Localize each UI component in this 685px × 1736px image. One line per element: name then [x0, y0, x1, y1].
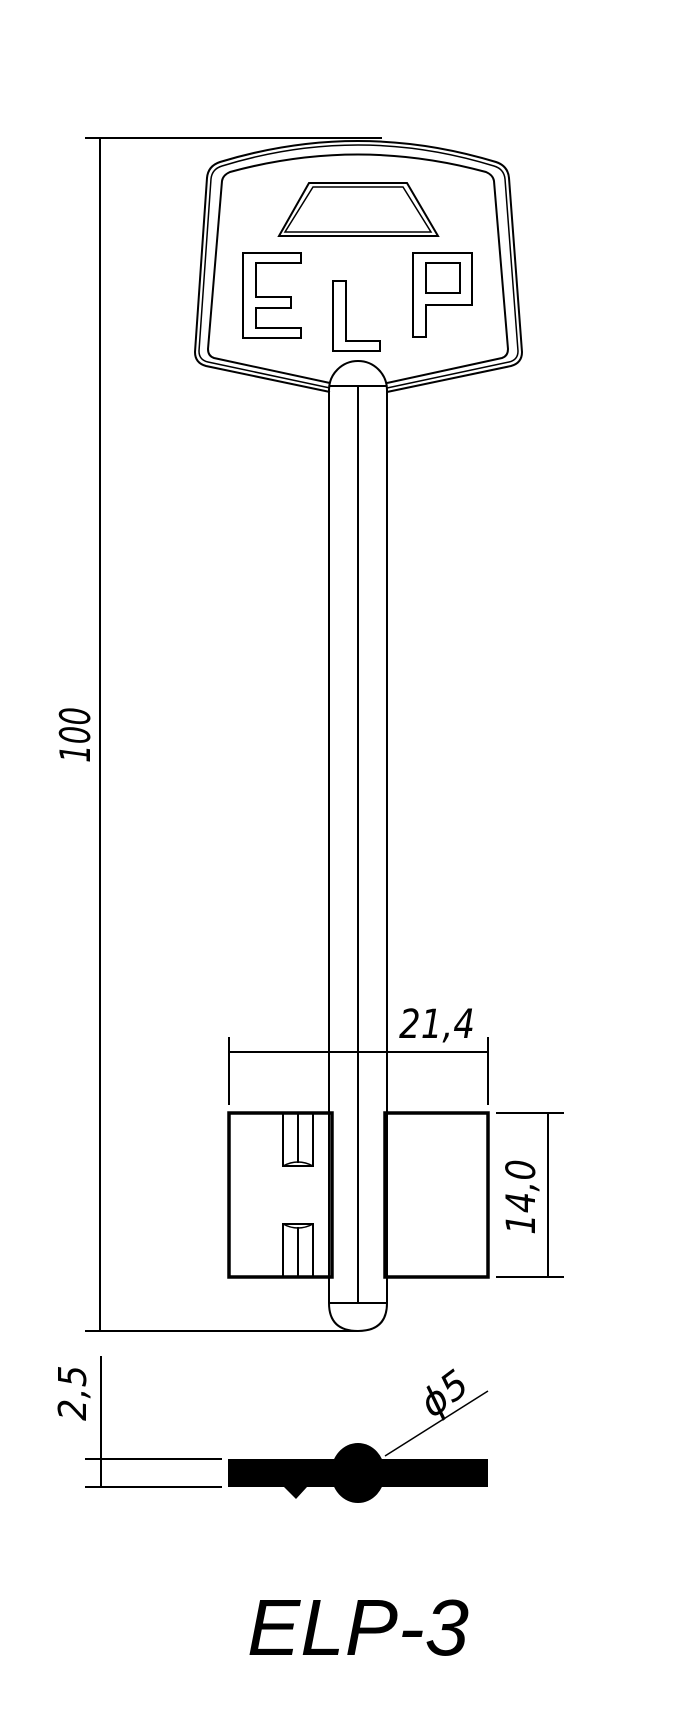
- logo-letter-e: [242, 252, 302, 339]
- logo-trapezoid-icon: [277, 182, 440, 237]
- bit-width-dimension: 21,4: [228, 1002, 489, 1105]
- bit-height-dimension: 14,0: [496, 1112, 564, 1278]
- section-notch: [284, 1487, 307, 1499]
- key-bit: [227, 1111, 490, 1279]
- key-shank: [328, 360, 388, 1333]
- drawing-title: ELP-3: [247, 1583, 469, 1672]
- section-shank-circle: [331, 1443, 385, 1503]
- head-outline-offset: [198, 144, 519, 389]
- head-outline-inner: [206, 153, 510, 384]
- bit-notch-bottom: [282, 1223, 314, 1278]
- shank-outline: [328, 360, 388, 1303]
- head-outline-outer: [193, 140, 524, 393]
- logo-elp-letters: [242, 252, 473, 352]
- bit-height-label: 14,0: [499, 1159, 545, 1235]
- length-dimension: 100: [51, 137, 382, 1332]
- thickness-label: 2,5: [51, 1365, 95, 1421]
- shank-tip: [328, 1302, 388, 1333]
- diameter-leader-line: [384, 1390, 489, 1457]
- key-head: [193, 140, 524, 393]
- diameter-label: ϕ5: [411, 1361, 477, 1426]
- length-label: 100: [51, 707, 100, 763]
- bit-left-block: [227, 1111, 334, 1279]
- bit-notch-top: [282, 1112, 314, 1167]
- cross-section: ϕ5: [228, 1361, 489, 1503]
- logo-letter-p: [412, 252, 473, 338]
- bit-right-block: [383, 1111, 490, 1279]
- thickness-dimension: 2,5: [51, 1356, 222, 1488]
- logo-letter-l: [332, 280, 381, 352]
- bit-width-label: 21,4: [399, 1002, 475, 1048]
